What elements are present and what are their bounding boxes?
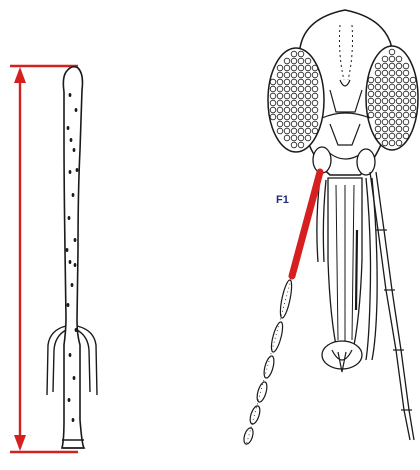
surface-dot xyxy=(68,216,71,220)
f1-label: F1 xyxy=(276,194,289,206)
left-compound-eye xyxy=(268,48,324,152)
segment-body xyxy=(62,67,84,448)
surface-dot xyxy=(76,168,79,172)
f1-highlight-segment xyxy=(292,172,320,276)
right-compound-eye xyxy=(366,46,418,150)
surface-dot xyxy=(69,353,72,357)
head-frontal-illustration: F1 xyxy=(242,10,418,446)
mouthparts xyxy=(322,178,362,372)
antenna-flagellomere xyxy=(269,321,285,353)
surface-dot xyxy=(72,418,75,422)
surface-dot xyxy=(69,170,72,174)
surface-dot xyxy=(66,248,69,252)
surface-dot xyxy=(73,148,76,152)
surface-dot xyxy=(75,328,78,332)
surface-dot xyxy=(70,138,73,142)
antenna-flagellomere xyxy=(255,381,269,403)
surface-dot xyxy=(74,263,77,267)
surface-dot xyxy=(67,303,70,307)
surface-dot xyxy=(71,283,74,287)
surface-dot xyxy=(69,260,72,264)
left-antenna xyxy=(242,172,320,446)
surface-dot xyxy=(73,376,76,380)
antenna-flagellomere xyxy=(242,427,255,445)
segment-detail-illustration xyxy=(10,66,97,452)
surface-dot xyxy=(75,108,78,112)
surface-dot xyxy=(74,238,77,242)
surface-dot xyxy=(68,398,71,402)
surface-dot xyxy=(69,93,72,97)
antenna-flagellomere xyxy=(262,355,276,379)
surface-dot xyxy=(72,193,75,197)
antenna-flagellomere xyxy=(248,405,262,426)
antenna-flagellomere xyxy=(278,279,294,319)
surface-dot xyxy=(67,126,70,130)
